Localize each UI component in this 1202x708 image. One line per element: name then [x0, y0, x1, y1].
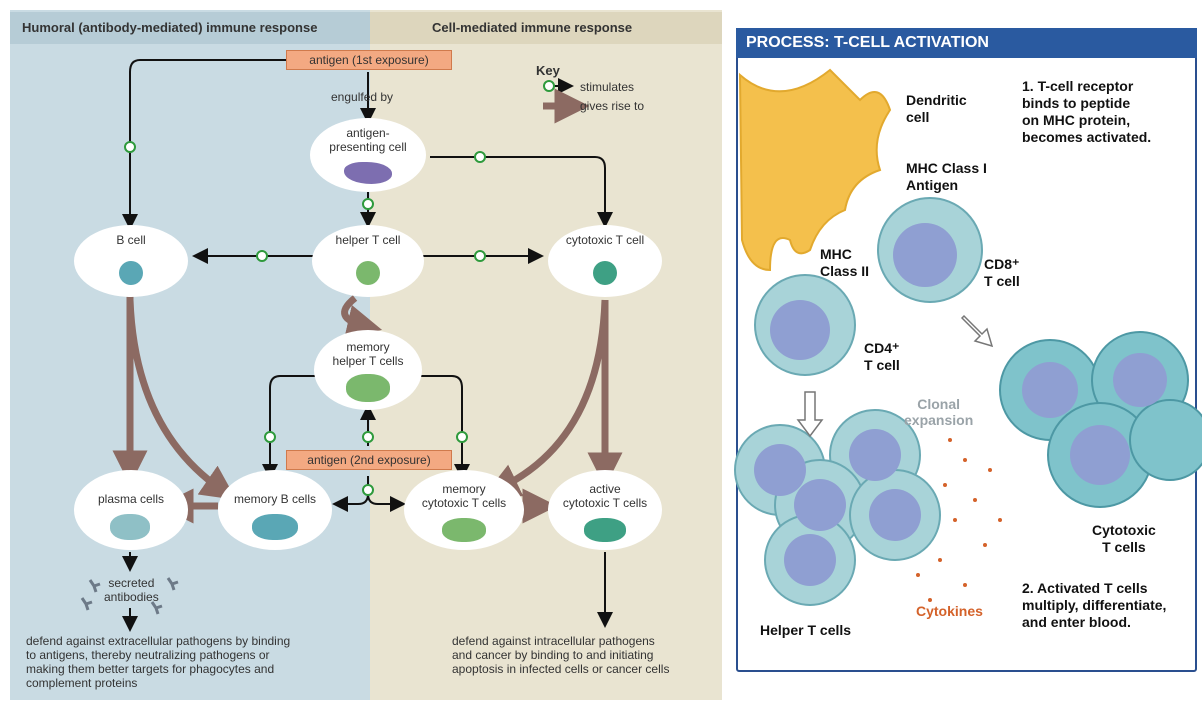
memory-b-node: memory B cells	[218, 470, 332, 550]
cd4-label: CD4⁺ T cell	[864, 340, 900, 373]
memory-cytotoxic-node: memory cytotoxic T cells	[404, 470, 524, 550]
cytotoxic-t-cells-label: Cytotoxic T cells	[1092, 522, 1156, 555]
active-cytotoxic-icon	[584, 518, 626, 542]
cytokine-dots	[916, 438, 1002, 602]
b-cell-icon	[119, 261, 143, 285]
gives-rise-arrows	[112, 88, 623, 524]
cytokines-label: Cytokines	[916, 603, 983, 619]
cell-mediated-panel	[370, 10, 722, 700]
cd8-label: CD8⁺ T cell	[984, 256, 1020, 289]
b-cell-label: B cell	[116, 233, 146, 247]
memory-b-icon	[252, 514, 298, 540]
helper-t-cells-label: Helper T cells	[760, 622, 852, 638]
humoral-header-bar	[10, 12, 370, 44]
dendritic-cell-shape	[738, 68, 892, 272]
memory-cytotoxic-label: memory cytotoxic T cells	[421, 482, 507, 510]
t-cell-activation-header	[736, 28, 1197, 58]
key-title: Key	[536, 63, 560, 78]
cell-mediated-header: Cell-mediated immune response	[432, 20, 633, 35]
plasma-cells-node: plasma cells	[74, 470, 188, 550]
secreted-antibodies-label: secreted antibodies	[104, 576, 159, 604]
apc-label: antigen- presenting cell	[329, 126, 407, 154]
helper-t-label: helper T cell	[335, 233, 401, 247]
cell-defense-text: defend against intracellular pathogens a…	[452, 634, 670, 676]
key-gives-rise: gives rise to	[580, 99, 645, 113]
plasma-cell-icon	[110, 514, 150, 540]
clonal-expansion-label: Clonal expansion	[904, 396, 974, 428]
helper-t-nuclei	[754, 429, 921, 586]
dendritic-label: Dendritic cell	[906, 92, 967, 125]
cd8-nucleus	[893, 223, 957, 287]
cell-header-bar	[370, 12, 722, 44]
b-cell-node: B cell	[74, 225, 188, 297]
memory-helper-label: memory helper T cells	[332, 340, 404, 368]
antigen-second-exposure: antigen (2nd exposure)	[286, 450, 452, 470]
diagonal-arrow-icon	[960, 314, 994, 348]
antigen-first-exposure: antigen (1st exposure)	[286, 50, 452, 70]
helper-t-node: helper T cell	[312, 225, 424, 297]
cytotoxic-t-label: cytotoxic T cell	[565, 233, 645, 247]
stimulate-dots	[124, 80, 555, 496]
plasma-label: plasma cells	[97, 492, 165, 506]
humoral-defense-text: defend against extracellular pathogens b…	[26, 634, 291, 690]
engulfed-by-label: engulfed by	[331, 90, 394, 104]
helper-t-icon	[356, 261, 380, 285]
panel-title: PROCESS: T-CELL ACTIVATION	[746, 34, 989, 51]
step2-text: 2. Activated T cells multiply, different…	[1022, 580, 1167, 630]
humoral-panel	[10, 10, 370, 700]
memory-cytotoxic-icon	[442, 518, 486, 542]
memory-helper-icon	[346, 374, 390, 402]
cytotoxic-t-cluster	[999, 331, 1202, 508]
mhc-class-1-label: MHC Class I Antigen	[906, 160, 987, 193]
apc-node: antigen- presenting cell	[310, 118, 426, 192]
step1-text: 1. T-cell receptor binds to peptide on M…	[1022, 78, 1152, 145]
active-cytotoxic-node: active cytotoxic T cells	[548, 470, 662, 550]
apc-cell-icon	[344, 162, 392, 184]
memory-b-label: memory B cells	[233, 492, 316, 506]
key-stimulates: stimulates	[580, 80, 635, 94]
memory-helper-node: memory helper T cells	[314, 330, 422, 410]
antibody-glyphs	[80, 577, 179, 615]
cytotoxic-t-node: cytotoxic T cell	[548, 225, 662, 297]
mhc-class-2-label: MHC Class II	[820, 246, 870, 279]
cytotoxic-t-nuclei	[1022, 353, 1167, 485]
humoral-header: Humoral (antibody-mediated) immune respo…	[22, 20, 318, 35]
cd4-nucleus	[770, 300, 830, 360]
active-cytotoxic-label: active cytotoxic T cells	[562, 482, 648, 510]
down-arrow-icon	[796, 391, 824, 438]
cytotoxic-t-icon	[593, 261, 617, 285]
